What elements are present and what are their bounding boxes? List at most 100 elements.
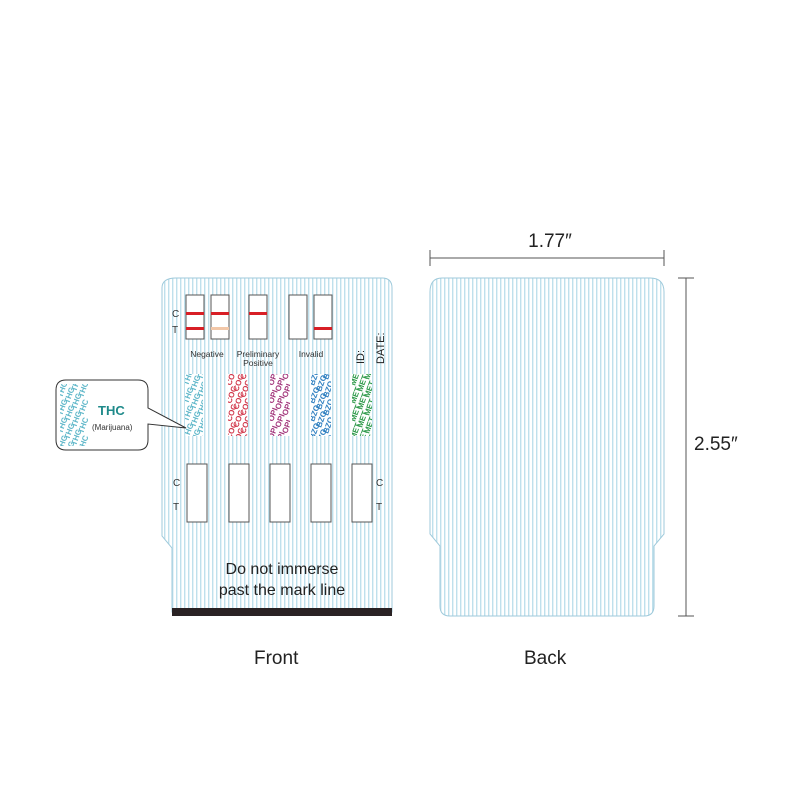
callout-strip-code-text: THC	[55, 416, 69, 435]
callout-subtitle: (Marijuana)	[92, 423, 133, 432]
strip-code-text: BZO	[307, 368, 321, 387]
strip-code-text: MET	[355, 428, 369, 447]
strip-code-text: OPI	[266, 407, 279, 423]
strip-code-text: COC	[224, 385, 239, 405]
strip-code-text: COC	[238, 361, 253, 381]
back-card	[429, 277, 665, 617]
sample-window	[269, 463, 291, 523]
callout-strip-code-text: THC	[76, 380, 90, 399]
warning-line-2: past the mark line	[219, 582, 345, 599]
strip-code-text: THC	[195, 380, 209, 399]
bottom-right-c-label: C	[376, 478, 383, 489]
width-dimension	[429, 250, 665, 266]
strip-code-text: THC	[188, 428, 202, 447]
strip-code-text: MET	[362, 362, 376, 381]
negative-label: Negative	[190, 349, 224, 359]
strip-code-text: BZO	[321, 434, 335, 453]
strip-code-text: OPI	[273, 413, 286, 429]
strip-code-text: MET	[362, 380, 376, 399]
strip-code-text: OPI	[280, 365, 293, 381]
back-label: Back	[524, 648, 567, 669]
strip-code-text: BZO	[307, 404, 321, 423]
strip-code-text: THC	[181, 404, 195, 423]
warning-line-1: Do not immerse	[226, 561, 339, 578]
strip-code-text: BZO	[314, 428, 328, 447]
back-card-body	[429, 277, 665, 617]
sample-windows	[186, 463, 373, 523]
id-label: ID:	[355, 350, 367, 364]
strip-code-text: BZO	[321, 362, 335, 381]
strip-code-text: COC	[231, 427, 246, 447]
callout-title: THC	[98, 403, 125, 418]
strip-code-text: COC	[231, 355, 246, 375]
strip-code-text: BZO	[321, 398, 335, 417]
front-label: Front	[254, 648, 299, 669]
negative-windows	[185, 294, 230, 340]
strip-code-text: THC	[195, 398, 209, 417]
drug-strip-opi: OPIOPIOPIOPIOPIOPIOPIOPIOPIOPIOPIOPIOPIO…	[266, 359, 293, 441]
front-card-dark-band	[172, 608, 392, 616]
callout-strip-code-text: THC	[76, 416, 90, 435]
strip-code-text: THC	[181, 422, 195, 441]
strip-code-text: THC	[181, 386, 195, 405]
bottom-left-t-label: T	[173, 502, 179, 513]
positive-label: Positive	[243, 358, 273, 368]
sample-window	[351, 463, 373, 523]
strip-code-text: OPI	[280, 419, 293, 435]
preliminary-positive-window	[248, 294, 268, 340]
strip-code-text: MET	[362, 398, 376, 417]
callout-strip-code-text: THC	[76, 434, 90, 453]
callout-strip-code-text: THC	[76, 452, 90, 471]
strip-code-text: OPI	[266, 425, 279, 441]
strip-code-text: MET	[348, 368, 362, 387]
callout-strip-code-text: THC	[55, 380, 69, 399]
height-dimension	[678, 277, 694, 617]
strip-code-text: OPI	[273, 395, 286, 411]
strip-code-text: THC	[195, 362, 209, 381]
strip-code-text: THC	[188, 356, 202, 375]
sample-window	[186, 463, 208, 523]
strip-code-text: MET	[362, 416, 376, 435]
strip-code-text: COC	[238, 397, 253, 417]
callout-strip-code-text: THC	[76, 398, 90, 417]
top-t-label: T	[172, 325, 178, 336]
strip-code-text: COC	[224, 403, 239, 423]
callout-strip-code-text: THC	[55, 434, 69, 453]
callout-strip-code-text: THC	[62, 440, 76, 459]
callout-strip-code-text: THC	[55, 362, 69, 381]
strip-code-text: COC	[224, 367, 239, 387]
drug-strip-coc: COCCOCCOCCOCCOCCOCCOCCOCCOCCOCCOCCOCCOCC…	[224, 355, 253, 447]
strip-code-text: MET	[348, 386, 362, 405]
callout-strip-code-text: THC	[69, 374, 83, 393]
preliminary-label: Preliminary	[237, 349, 280, 359]
strip-code-text: BZO	[314, 356, 328, 375]
strip-code-text: BZO	[307, 386, 321, 405]
drug-strip-thc: THCTHCTHCTHCTHCTHCTHCTHCTHCTHCTHCTHCTHCT…	[181, 356, 209, 447]
drug-strips: THCTHCTHCTHCTHCTHCTHCTHCTHCTHCTHCTHCTHCT…	[181, 355, 376, 453]
strip-code-text: MET	[348, 422, 362, 441]
date-label: DATE:	[375, 332, 387, 364]
drug-strip-met: METMETMETMETMETMETMETMETMETMETMETMETMETM…	[348, 356, 376, 453]
bottom-left-c-label: C	[173, 478, 180, 489]
strip-code-text: OPI	[273, 359, 286, 375]
strip-code-text: OPI	[266, 389, 279, 405]
strip-code-text: MET	[355, 356, 369, 375]
strip-code-text: BZO	[321, 416, 335, 435]
width-dimension-label: 1.77″	[528, 231, 572, 252]
invalid-label: Invalid	[299, 349, 324, 359]
strip-code-text: BZO	[307, 422, 321, 441]
sample-window	[310, 463, 332, 523]
strip-code-text: COC	[238, 379, 253, 399]
callout-strip-sample: THCTHCTHCTHCTHCTHCTHCTHCTHCTHCTHCTHCTHCT…	[55, 362, 90, 471]
callout-bubble	[55, 379, 187, 451]
callout-strip-code-text: THC	[62, 368, 76, 387]
strip-code-text: OPI	[280, 401, 293, 417]
strip-code-text: OPI	[273, 377, 286, 393]
height-dimension-label: 2.55″	[694, 434, 738, 455]
strip-code-text: THC	[195, 416, 209, 435]
top-c-label: C	[172, 309, 179, 320]
strip-code-text: OPI	[266, 371, 279, 387]
strip-code-text: BZO	[321, 380, 335, 399]
strip-code-text: MET	[362, 434, 376, 453]
